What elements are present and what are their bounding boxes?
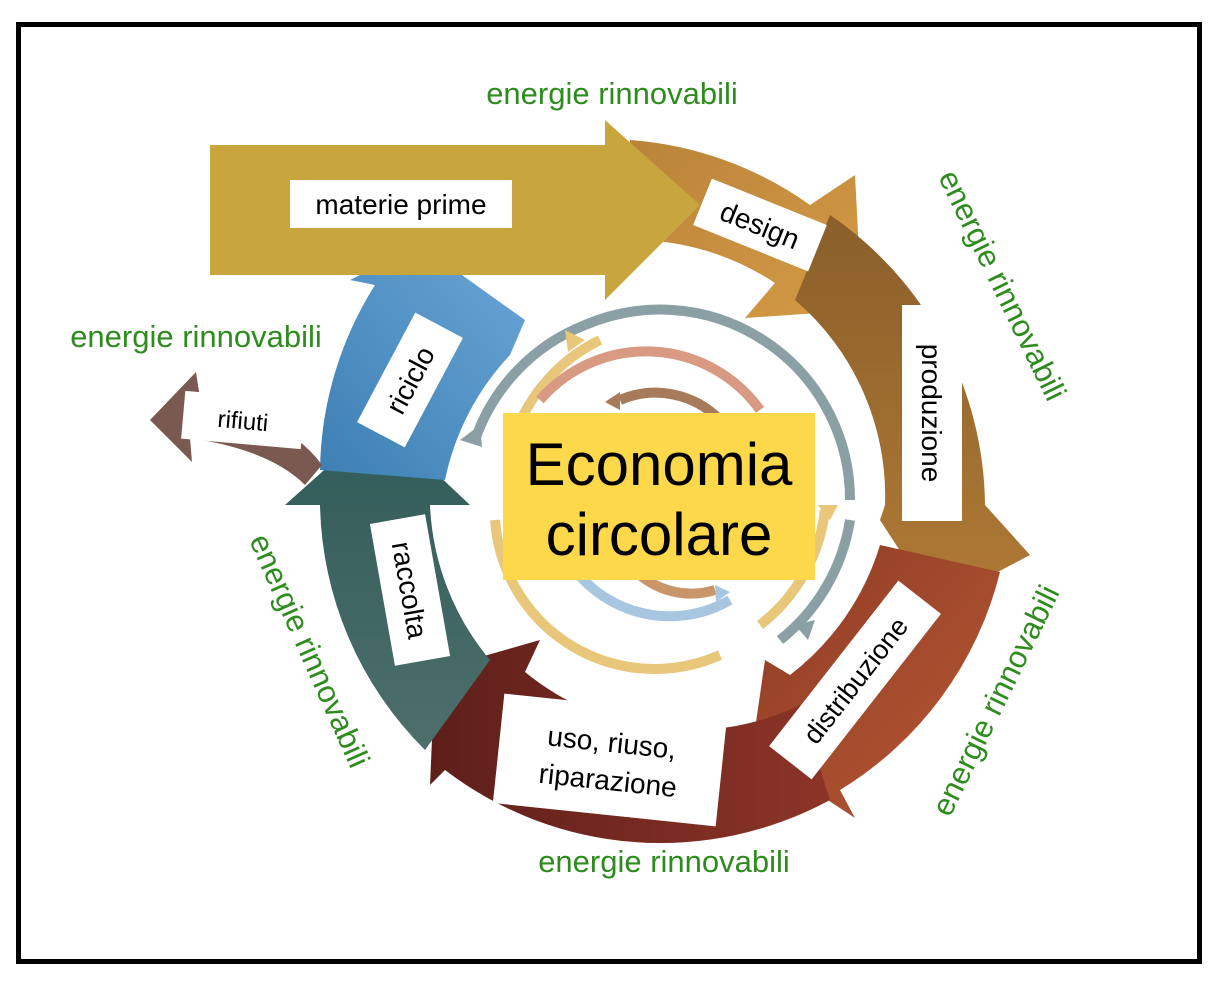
produzione-label: produzione: [902, 305, 962, 521]
raccolta-label: raccolta: [369, 514, 451, 666]
uso-riuso-riparazione-label: uso, riuso, riparazione: [492, 693, 728, 827]
rifiuti-label: rifiuti: [181, 390, 305, 450]
energy-label-bottom: energie rinnovabili: [538, 844, 790, 879]
center-box: [503, 413, 815, 580]
energy-label-left-upper: energie rinnovabili: [70, 319, 322, 354]
svg-text:materie prime: materie prime: [315, 189, 486, 220]
center-title-line2: circolare: [546, 501, 773, 568]
materie-prime-label: materie prime: [290, 180, 512, 228]
svg-text:rifiuti: rifiuti: [216, 406, 269, 437]
svg-text:produzione: produzione: [916, 344, 947, 483]
inner-swirl-arrowheads: [460, 330, 838, 640]
energy-label-top: energie rinnovabili: [486, 76, 738, 111]
center-title-line1: Economia: [526, 431, 793, 498]
